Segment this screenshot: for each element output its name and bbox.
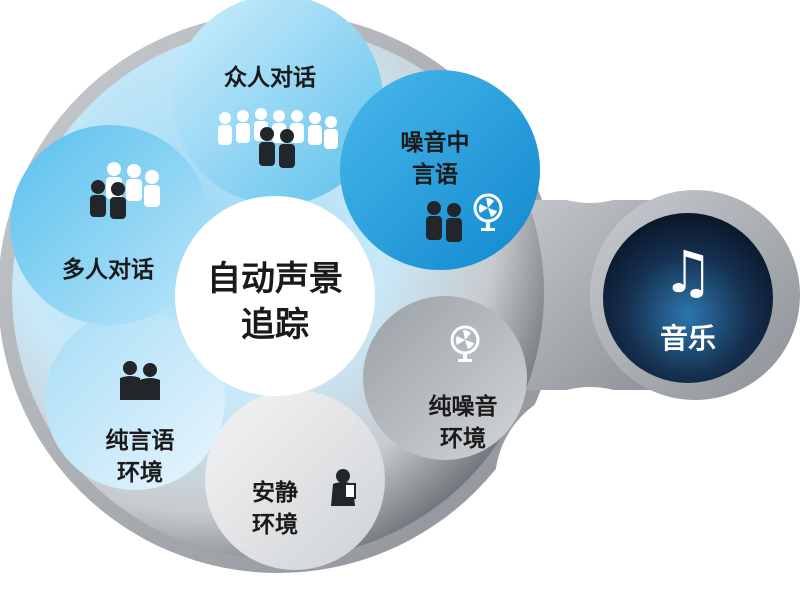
quiet-label-line1: 安静 xyxy=(252,479,298,506)
center-title-line1: 自动声景 xyxy=(207,259,343,299)
two-people-icon xyxy=(120,361,160,400)
reading-person-icon xyxy=(331,469,356,506)
speech-only-label-line2: 环境 xyxy=(117,459,163,486)
segment-noise-only[interactable]: 纯噪音 环境 xyxy=(363,296,527,460)
music-note-icon: ♫ xyxy=(662,238,714,306)
center-title-line2: 追踪 xyxy=(241,305,309,345)
noisy-speech-label-line2: 言语 xyxy=(412,161,458,188)
group-people-icon xyxy=(90,162,160,219)
noise-only-label-line1: 纯噪音 xyxy=(429,393,498,420)
music-label: 音乐 xyxy=(660,322,716,355)
center-circle: 自动声景 追踪 xyxy=(175,196,375,396)
fan-icon xyxy=(450,325,480,362)
quiet-label-line2: 环境 xyxy=(252,511,298,538)
segment-group[interactable]: 多人对话 xyxy=(10,125,210,325)
music-bubble[interactable]: ♫ 音乐 xyxy=(603,213,773,383)
people-with-fan-icon xyxy=(426,193,503,242)
noise-only-label-line2: 环境 xyxy=(440,425,486,452)
speech-only-label-line1: 纯言语 xyxy=(106,427,175,454)
crowd-people-icon xyxy=(218,108,338,168)
segment-noisy-speech[interactable]: 噪音中 言语 xyxy=(340,70,540,270)
group-label: 多人对话 xyxy=(62,256,154,283)
crowd-label: 众人对话 xyxy=(224,65,316,91)
segment-speech-only[interactable]: 纯言语 环境 xyxy=(45,310,225,490)
segment-crowd[interactable]: 众人对话 xyxy=(173,0,383,205)
segment-quiet[interactable]: 安静 环境 xyxy=(205,390,385,570)
noisy-speech-label-line1: 噪音中 xyxy=(401,129,470,156)
